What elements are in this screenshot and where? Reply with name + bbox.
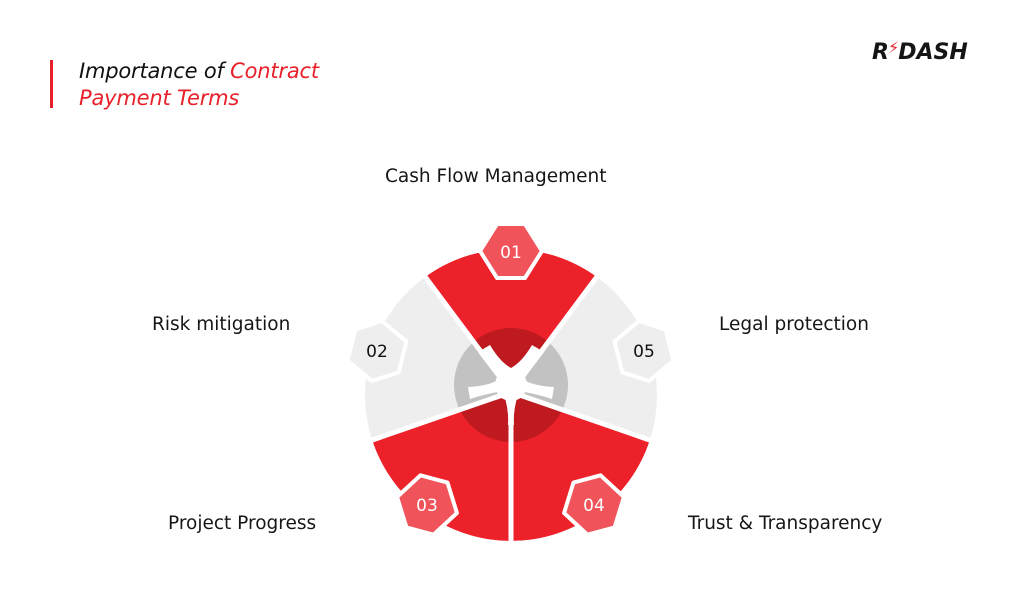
- label-trust-transparency: Trust & Transparency: [688, 513, 883, 534]
- segment-03: [372, 395, 511, 541]
- badge-02: [345, 318, 409, 384]
- inner-ring-03: [454, 395, 511, 442]
- page-title: Importance of Contract Payment Terms: [79, 58, 319, 112]
- badge-05: [612, 318, 676, 384]
- badge-04: [562, 473, 626, 537]
- segment-04: [511, 395, 650, 541]
- badge-04-number: 04: [583, 496, 605, 516]
- segment-01: [425, 249, 597, 395]
- badge-03: [395, 473, 459, 537]
- lightning-bolt-icon: ⚡: [887, 38, 900, 57]
- title-part2: Contract: [230, 59, 319, 83]
- rdash-logo: R⚡DASH: [872, 38, 968, 65]
- badge-02-number: 02: [366, 342, 388, 362]
- logo-text-left: R: [872, 40, 889, 65]
- badge-01-number: 01: [500, 243, 522, 263]
- inner-ring-04: [511, 395, 568, 442]
- badge-03-number: 03: [416, 496, 438, 516]
- badge-01: [478, 222, 544, 280]
- label-risk-mitigation: Risk mitigation: [152, 314, 291, 335]
- center-star-arms: [468, 345, 554, 425]
- logo-text-right: DASH: [898, 40, 968, 65]
- title-part1: Importance of: [79, 59, 231, 83]
- label-project-progress: Project Progress: [168, 513, 317, 534]
- label-legal-protection: Legal protection: [719, 314, 869, 335]
- badge-05-number: 05: [633, 342, 655, 362]
- title-line2: Payment Terms: [79, 86, 240, 110]
- title-accent-bar: [50, 60, 53, 108]
- label-cash-flow-management: Cash Flow Management: [385, 166, 607, 187]
